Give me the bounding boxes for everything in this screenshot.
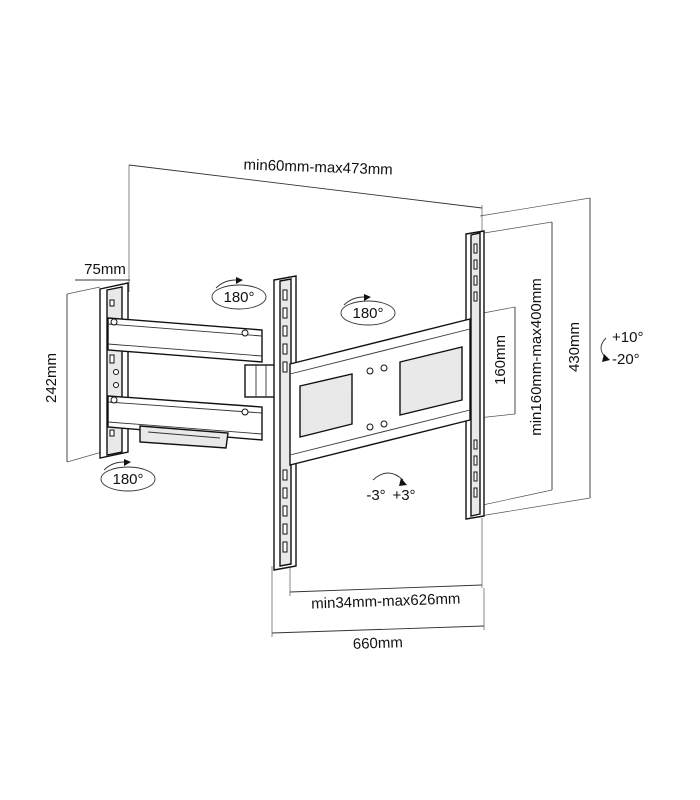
pivot-joint (244, 364, 278, 398)
vesa-horizontal-range-label: min34mm-max626mm (311, 590, 461, 612)
center-mount-plate (289, 318, 471, 466)
wall-plate-height-label: 242mm (43, 353, 60, 403)
upper-arm (107, 317, 263, 363)
left-tv-rail (273, 275, 297, 571)
arm-bracket (139, 425, 229, 449)
vesa-vertical-range-label: min160mm-max400mm (528, 278, 545, 436)
tilt-adjust: +10° -20° (600, 329, 643, 368)
tv-plate-height-label: 430mm (566, 322, 583, 372)
overall-depth-label: min60mm-max473mm (243, 156, 393, 178)
swivel-wall-badge: 180° (100, 459, 156, 492)
tilt-up-label: +10° (612, 329, 643, 346)
swivel-arm-badge: 180° (211, 277, 267, 310)
level-adjust: -3° +3° (366, 472, 416, 504)
wall-plate (99, 282, 129, 459)
dimension-lines (66, 164, 591, 637)
wall-plate-depth-label: 75mm (84, 261, 126, 278)
level-plus-label: +3° (392, 487, 415, 504)
vesa-vertical-min-label: 160mm (492, 335, 509, 385)
tilt-down-label: -20° (612, 351, 640, 368)
level-minus-label: -3° (366, 487, 385, 504)
swivel-wall-label: 180° (112, 471, 143, 488)
swivel-middle-label: 180° (352, 305, 383, 322)
swivel-middle-badge: 180° (340, 294, 396, 326)
swivel-arm-label: 180° (223, 289, 254, 306)
right-tv-rail (465, 230, 485, 520)
tv-plate-width-label: 660mm (353, 634, 404, 653)
